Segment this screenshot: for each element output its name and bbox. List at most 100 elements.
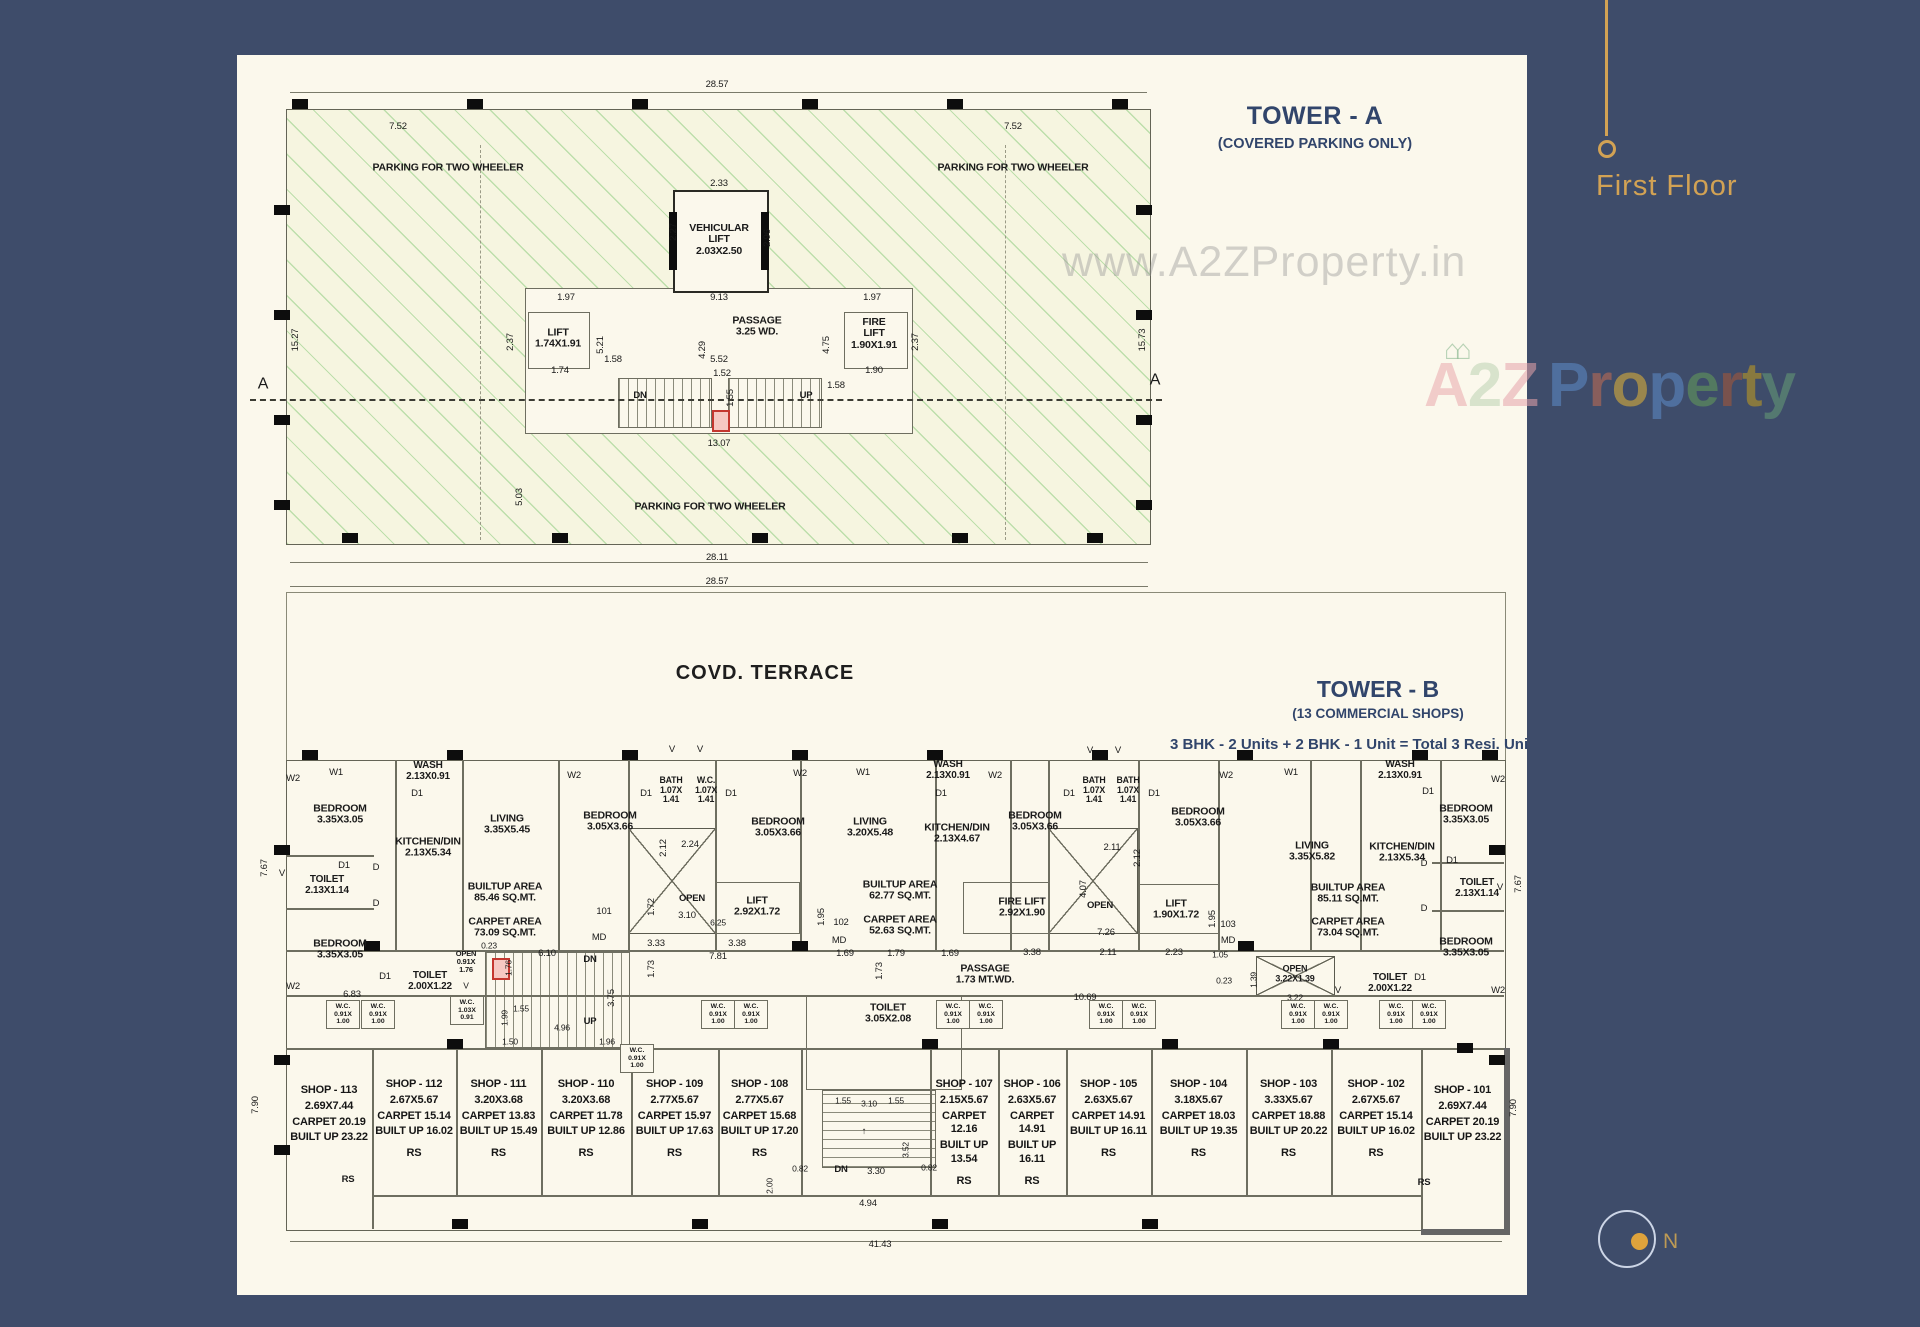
- shop-rs: RS: [578, 1147, 594, 1159]
- column-marker: [932, 1219, 948, 1229]
- lift-box: [1138, 884, 1220, 934]
- plan-label: MD: [831, 934, 847, 946]
- wall: [1151, 1048, 1153, 1195]
- plan-label: W1: [1284, 766, 1298, 778]
- open-shaft: [1048, 828, 1138, 934]
- plan-label: CARPET AREA 73.09 SQ.MT.: [468, 915, 542, 939]
- plan-label: V: [1114, 744, 1122, 756]
- wall: [998, 1048, 1000, 1195]
- logo-letter: 2: [1467, 351, 1502, 420]
- plan-label: DN: [583, 953, 597, 965]
- tower-b-note: 3 BHK - 2 Units + 2 BHK - 1 Unit = Total…: [1170, 736, 1527, 753]
- wall: [1310, 760, 1312, 950]
- shop-carpet: CARPET 13.83: [461, 1109, 536, 1122]
- wc-cell: W.C. 1.03X 0.91: [450, 996, 484, 1025]
- plan-label: PARKING FOR TWO WHEELER: [937, 161, 1089, 174]
- plan-label: BEDROOM 3.35X3.05: [1439, 802, 1493, 826]
- column-marker: [1136, 415, 1152, 425]
- shop-carpet: CARPET 14.91: [1009, 1109, 1055, 1136]
- plan-label: 4.96: [554, 1022, 570, 1033]
- wc-cell: W.C. 0.91X 1.00: [361, 1000, 395, 1029]
- column-marker: [1136, 205, 1152, 215]
- plan-label: 13.07: [707, 437, 731, 449]
- wall: [286, 1048, 1504, 1050]
- shop-builtup: BUILT UP 12.86: [547, 1125, 625, 1138]
- plan-label: TOILET 2.00X1.22: [408, 970, 452, 992]
- wall: [1218, 760, 1220, 950]
- plan-label: D1: [338, 859, 350, 871]
- wall: [1432, 910, 1504, 912]
- column-marker: [927, 750, 943, 760]
- shop-carpet: CARPET 18.03: [1161, 1109, 1236, 1122]
- column-marker: [1412, 750, 1428, 760]
- plan-label: 4.29: [696, 341, 708, 359]
- shop-size: 2.63X5.67: [1007, 1093, 1057, 1106]
- tower-a-title: TOWER - A: [1246, 102, 1384, 130]
- column-marker: [792, 750, 808, 760]
- shop-rs: RS: [1191, 1147, 1206, 1159]
- plan-label: 41.43: [868, 1238, 892, 1250]
- plan-label: 2.27: [667, 223, 679, 241]
- plan-label: CARPET AREA 73.04 SQ.MT.: [1311, 915, 1385, 939]
- plan-label: W2: [567, 769, 581, 781]
- plan-label: TOILET 2.13X1.14: [305, 874, 349, 896]
- plan-label: LIFT 1.90X1.72: [1152, 897, 1200, 921]
- plan-label: ↑: [861, 1125, 867, 1137]
- column-marker: [692, 1219, 708, 1229]
- shop-name: SHOP - 105: [1079, 1078, 1138, 1090]
- plan-label: VEHICULAR LIFT 2.03X2.50: [689, 222, 749, 257]
- plan-label: V: [1086, 744, 1094, 756]
- shop-builtup: BUILT UP 17.63: [635, 1125, 714, 1138]
- plan-label: W2: [286, 980, 300, 992]
- column-marker: [447, 750, 463, 760]
- column-marker: [1323, 1039, 1339, 1049]
- plan-label: 2.37: [504, 333, 516, 351]
- plan-label: 1.69: [836, 947, 854, 959]
- shop-carpet: CARPET 20.19: [292, 1115, 366, 1128]
- plan-label: V: [278, 867, 286, 879]
- logo-letter: y: [1761, 351, 1796, 420]
- plan-label: PASSAGE 3.25 WD.: [732, 314, 782, 338]
- plan-label: 1.79: [887, 947, 905, 959]
- logo-letter: r: [1718, 351, 1743, 420]
- terrace-label: COVD. TERRACE: [675, 662, 855, 684]
- plan-label: FIRE LIFT 1.90X1.91: [850, 316, 898, 351]
- floor-marker-line: [1605, 0, 1608, 136]
- parking-bay-line: [480, 145, 481, 540]
- plan-label: 1.55: [888, 1095, 904, 1106]
- plan-label: 7.81: [709, 950, 727, 962]
- plan-label: W2: [286, 772, 300, 784]
- stair-core-central: [822, 1090, 936, 1168]
- wc-cell: W.C. 0.91X 1.00: [936, 1000, 970, 1029]
- shop-builtup: BUILT UP 13.54: [939, 1139, 989, 1165]
- wall: [930, 1048, 932, 1195]
- wc-cell: W.C. 0.91X 1.00: [1089, 1000, 1123, 1029]
- shop-builtup: BUILT UP 19.35: [1159, 1125, 1238, 1138]
- wc-cell: W.C. 0.91X 1.00: [1379, 1000, 1413, 1029]
- plan-label: D1: [640, 787, 652, 799]
- plan-label: PARKING FOR TWO WHEELER: [372, 161, 524, 174]
- plan-label: BEDROOM 3.35X3.05: [313, 802, 367, 826]
- stair-core-left: [485, 952, 630, 1048]
- wall: [631, 1048, 633, 1195]
- shop-builtup: BUILT UP 16.11: [1007, 1139, 1057, 1165]
- shop-size: 2.77X5.67: [735, 1093, 784, 1106]
- plan-label: W2: [1491, 773, 1505, 785]
- column-marker: [802, 99, 818, 109]
- wc-cell: W.C. 0.91X 1.00: [1281, 1000, 1315, 1029]
- shop-name: SHOP - 104: [1169, 1078, 1228, 1090]
- plan-label: KITCHEN/DIN 2.13X5.34: [1369, 840, 1435, 864]
- plan-label: 2.37: [909, 333, 921, 351]
- lift-box: [528, 312, 590, 369]
- column-marker: [274, 415, 290, 425]
- plan-label: D: [372, 897, 380, 909]
- logo-letter: o: [1611, 351, 1650, 420]
- wall: [558, 760, 560, 950]
- logo-letter: p: [1648, 351, 1686, 420]
